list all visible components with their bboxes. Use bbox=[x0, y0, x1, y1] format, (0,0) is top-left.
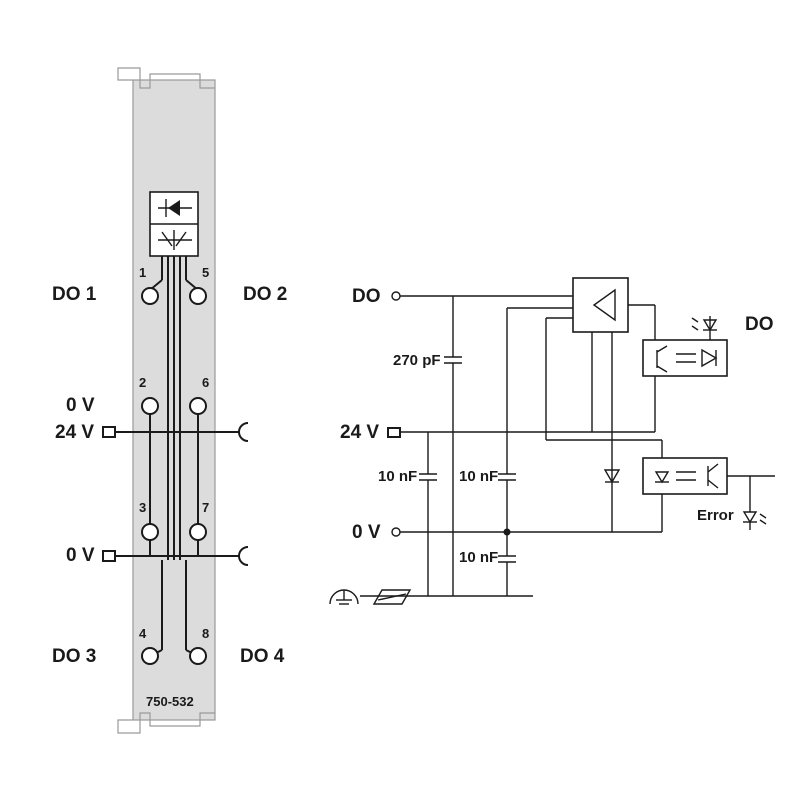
cap-10nf-a-label: 10 nF bbox=[378, 468, 417, 485]
cap-10nf-c-label: 10 nF bbox=[459, 549, 498, 566]
ground-symbol bbox=[329, 589, 359, 605]
channel-do4-label: DO 4 bbox=[240, 646, 285, 667]
zero-v-input-label: 0 V bbox=[352, 522, 381, 543]
pin-6: 6 bbox=[202, 375, 209, 390]
pin-4: 4 bbox=[139, 626, 147, 641]
error-label: Error bbox=[697, 507, 734, 524]
pin-5: 5 bbox=[202, 265, 209, 280]
error-optocoupler bbox=[642, 457, 728, 495]
v24-input-label: 24 V bbox=[340, 422, 379, 443]
pin-2: 2 bbox=[139, 375, 146, 390]
schematic: DO Error bbox=[329, 277, 775, 605]
channel-do2-label: DO 2 bbox=[243, 284, 287, 305]
output-driver-box bbox=[572, 277, 629, 333]
part-number: 750-532 bbox=[146, 694, 194, 709]
do-input-label: DO bbox=[352, 286, 381, 307]
cap-270pf-label: 270 pF bbox=[393, 352, 441, 369]
do-status-optocoupler bbox=[642, 339, 728, 377]
channel-do3-label: DO 3 bbox=[52, 646, 96, 667]
rail-24v-label: 24 V bbox=[55, 422, 94, 443]
pin-1: 1 bbox=[139, 265, 146, 280]
channel-do1-label: DO 1 bbox=[52, 284, 97, 305]
pin-numbers: 1 2 3 4 5 6 7 8 bbox=[139, 265, 209, 641]
pin-8: 8 bbox=[202, 626, 209, 641]
module-terminals bbox=[141, 287, 207, 665]
power-rails bbox=[102, 422, 249, 566]
pin-7: 7 bbox=[202, 500, 209, 515]
led-indicator-box bbox=[149, 191, 199, 257]
rail-0v-bottom-label: 0 V bbox=[66, 545, 95, 566]
cap-10nf-b-label: 10 nF bbox=[459, 468, 498, 485]
module-internal-wiring bbox=[149, 256, 199, 657]
din-rail-symbol bbox=[372, 589, 412, 605]
pin-3: 3 bbox=[139, 500, 146, 515]
rail-0v-top-label: 0 V bbox=[66, 395, 95, 416]
do-status-label: DO bbox=[745, 314, 774, 335]
